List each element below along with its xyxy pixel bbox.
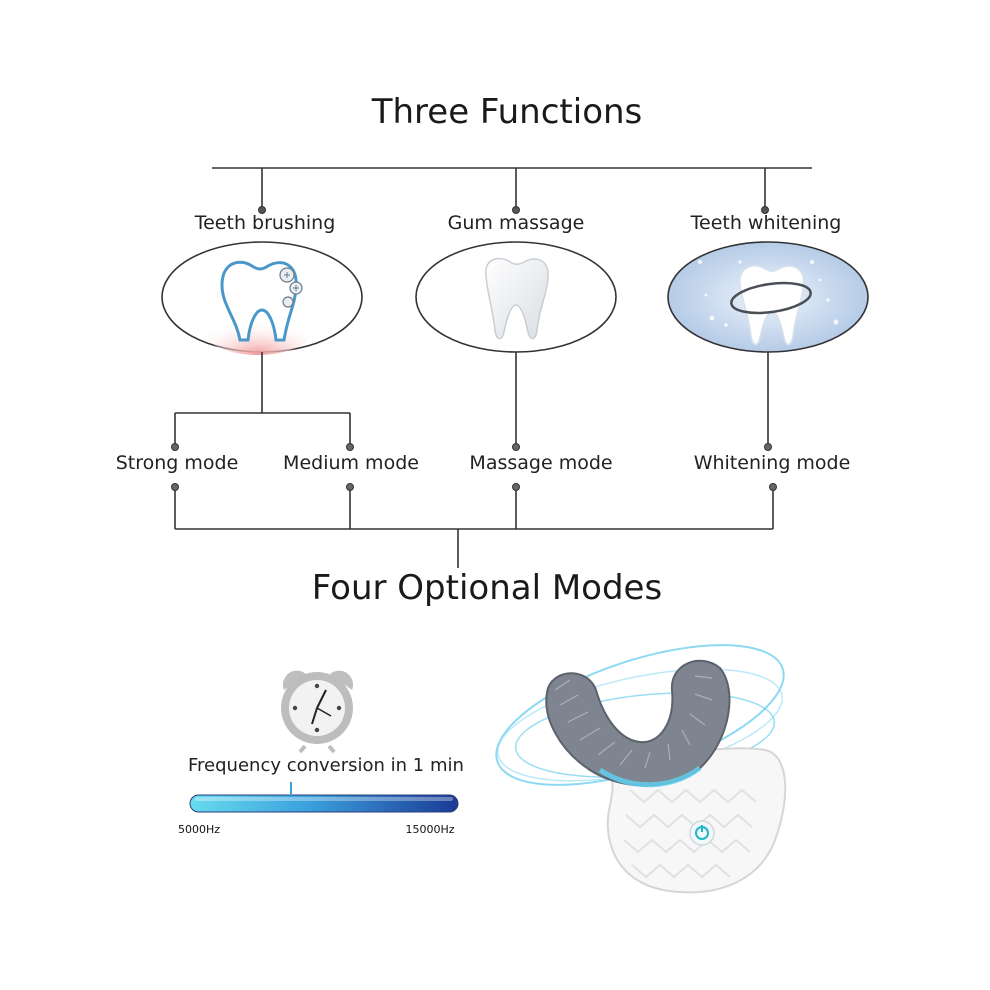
mode-connectors (174, 352, 774, 568)
function-label-brushing: Teeth brushing (194, 212, 336, 234)
tooth-whitening-icon (698, 259, 839, 345)
top-connector-dots (258, 206, 769, 214)
top-connector (212, 167, 812, 208)
frequency-max-label: 15000Hz (405, 823, 455, 836)
tooth-gum-icon (203, 260, 313, 355)
tooth-icon (485, 257, 549, 340)
function-label-whitening: Teeth whitening (690, 212, 842, 234)
alarm-clock-icon (281, 670, 354, 754)
mode-label-medium: Medium mode (283, 452, 419, 474)
mode-label-strong: Strong mode (115, 452, 239, 474)
frequency-bar (189, 782, 459, 813)
mode-label-whitening: Whitening mode (693, 452, 851, 474)
frequency-min-label: 5000Hz (177, 823, 221, 836)
mode-label-massage: Massage mode (469, 452, 613, 474)
title-four-modes: Four Optional Modes (311, 568, 663, 608)
title-three-functions: Three Functions (371, 92, 643, 132)
toothbrush-illustration (495, 644, 787, 894)
frequency-label: Frequency conversion in 1 min (188, 755, 464, 776)
function-label-massage: Gum massage (447, 212, 585, 234)
mode-connector-dots (171, 443, 777, 491)
